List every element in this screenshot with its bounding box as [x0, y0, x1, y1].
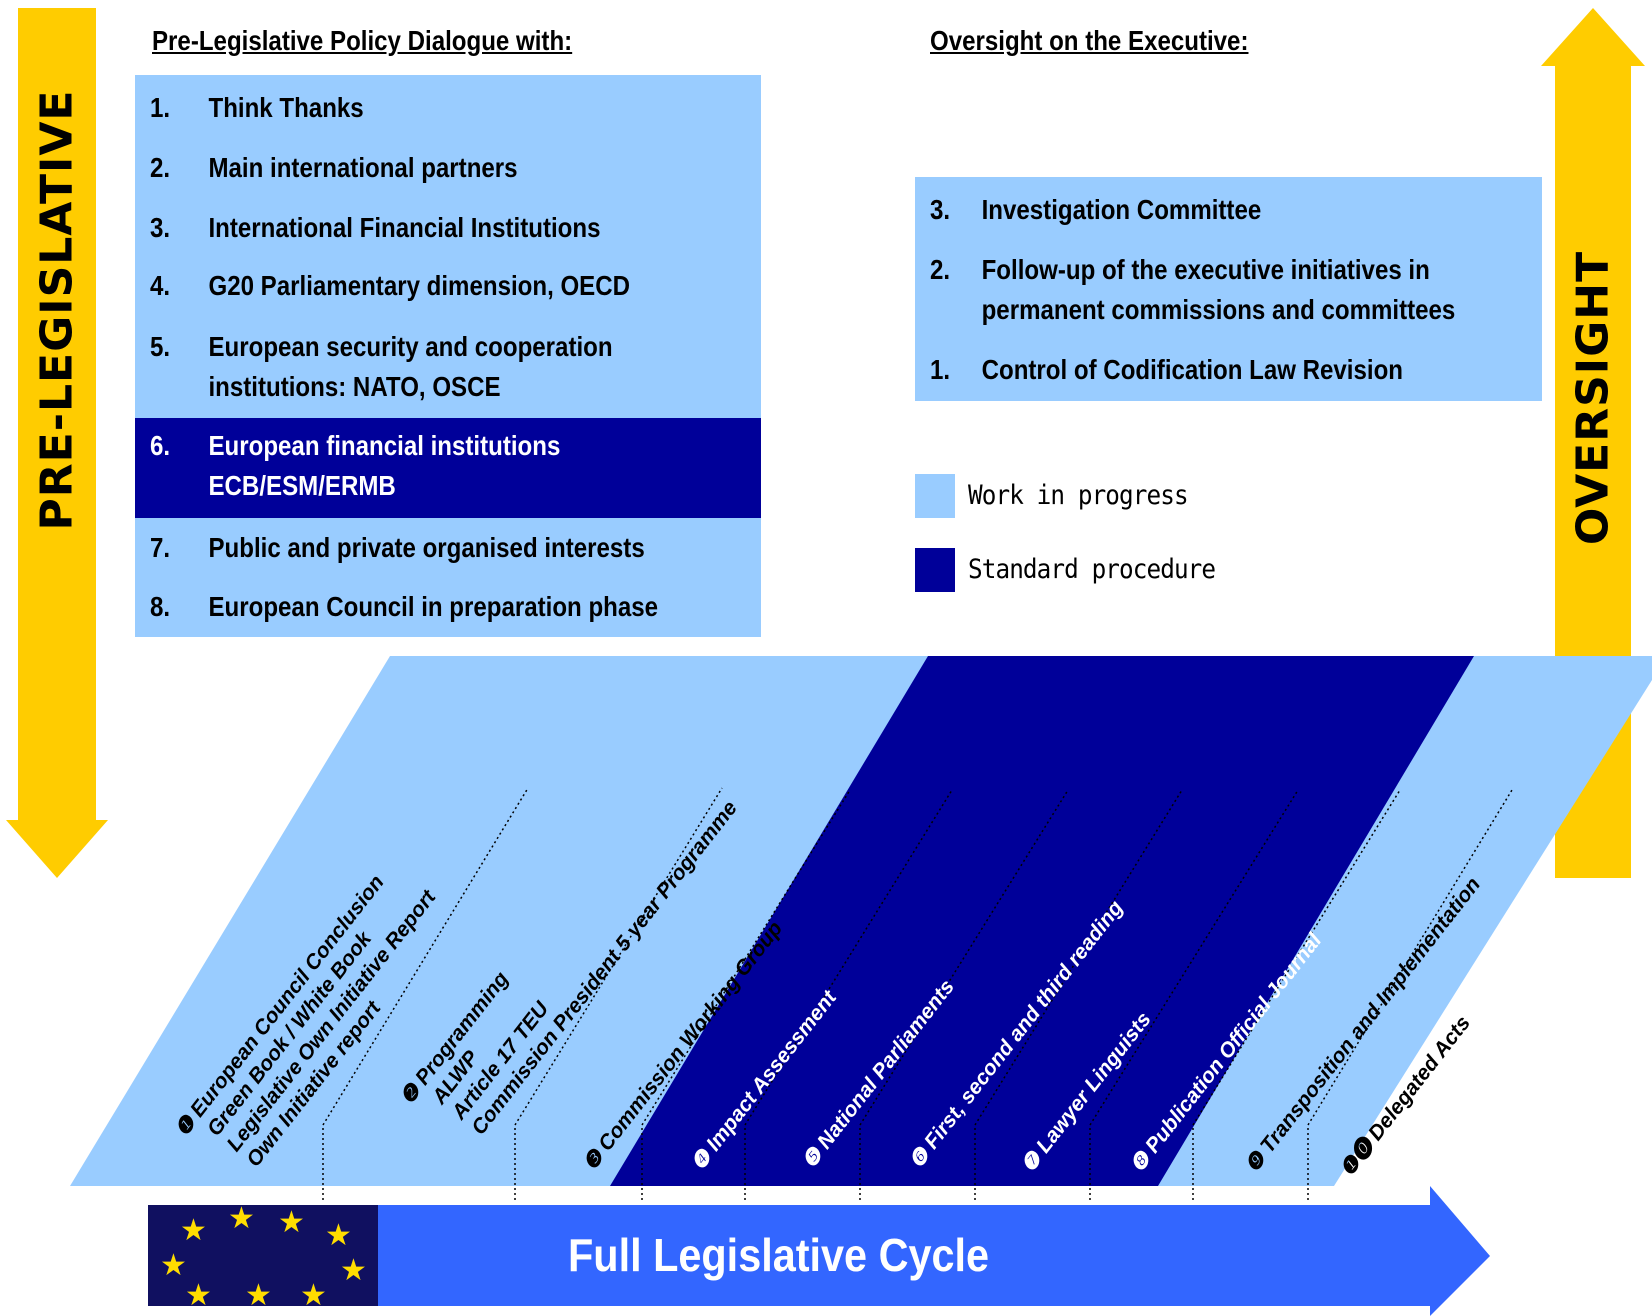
svg-text:★: ★ — [180, 1213, 207, 1248]
item-number: 2. — [150, 152, 171, 183]
svg-text:★: ★ — [340, 1253, 367, 1288]
oversight-box — [915, 177, 1542, 401]
item-label: Main international partners — [208, 152, 518, 183]
pre-legislative-item-6-band — [135, 418, 761, 518]
pre-legislative-box — [135, 75, 761, 637]
item-number: 3. — [930, 194, 951, 225]
item-label: European Council in preparation phase — [208, 591, 659, 622]
item-label: International Financial Institutions — [208, 212, 601, 243]
item-label: European security and cooperation — [208, 331, 613, 362]
item-label: Follow-up of the executive initiatives i… — [981, 254, 1430, 285]
svg-text:★: ★ — [160, 1248, 187, 1283]
cycle-arrow — [148, 1186, 1490, 1316]
oversight-label: OVERSIGHT — [1567, 250, 1619, 546]
pre-legislative-heading: Pre-Legislative Policy Dialogue with: — [152, 25, 573, 56]
cycle-separators — [322, 787, 1513, 1200]
legend-label-standard-procedure: Standard procedure — [968, 554, 1216, 585]
svg-text:★: ★ — [228, 1201, 255, 1236]
eu-flag — [148, 1205, 378, 1306]
svg-text:★: ★ — [325, 1218, 352, 1253]
pre-legislative-label: PRE-LEGISLATIVE — [31, 89, 83, 531]
oversight-heading: Oversight on the Executive: — [930, 25, 1249, 56]
pre-legislative-arrow — [6, 8, 108, 878]
item-number: 7. — [150, 532, 171, 563]
full-legislative-cycle-label: Full Legislative Cycle — [568, 1229, 990, 1281]
svg-text:★: ★ — [185, 1278, 212, 1313]
item-number: 6. — [150, 430, 171, 461]
eu-flag-stars: ★ ★ ★ ★ ★ ★ ★ ★ ★ — [160, 1201, 367, 1313]
item-label: Public and private organised interests — [208, 532, 645, 563]
item-label-line-2: institutions: NATO, OSCE — [208, 371, 501, 402]
item-number: 2. — [930, 254, 951, 285]
item-number: 1. — [930, 354, 951, 385]
svg-text:★: ★ — [300, 1278, 327, 1313]
cycle-standard-region — [610, 656, 1474, 1186]
svg-text:★: ★ — [278, 1205, 305, 1240]
item-label: Investigation Committee — [981, 194, 1262, 225]
item-number: 8. — [150, 591, 171, 622]
item-number: 5. — [150, 331, 171, 362]
legend-swatch-work-in-progress — [915, 474, 955, 518]
svg-text:★: ★ — [245, 1278, 272, 1313]
item-label-line-2: permanent commissions and committees — [981, 294, 1456, 325]
item-label-line-2: ECB/ESM/ERMB — [208, 470, 396, 501]
item-label: G20 Parliamentary dimension, OECD — [208, 270, 631, 301]
item-number: 3. — [150, 212, 171, 243]
legend-label-work-in-progress: Work in progress — [968, 480, 1189, 511]
item-label: Think Thanks — [208, 92, 364, 123]
item-number: 4. — [150, 270, 171, 301]
item-label: Control of Codification Law Revision — [981, 354, 1403, 385]
legend-swatch-standard-procedure — [915, 548, 955, 592]
item-label: European financial institutions — [208, 430, 561, 461]
item-number: 1. — [150, 92, 171, 123]
